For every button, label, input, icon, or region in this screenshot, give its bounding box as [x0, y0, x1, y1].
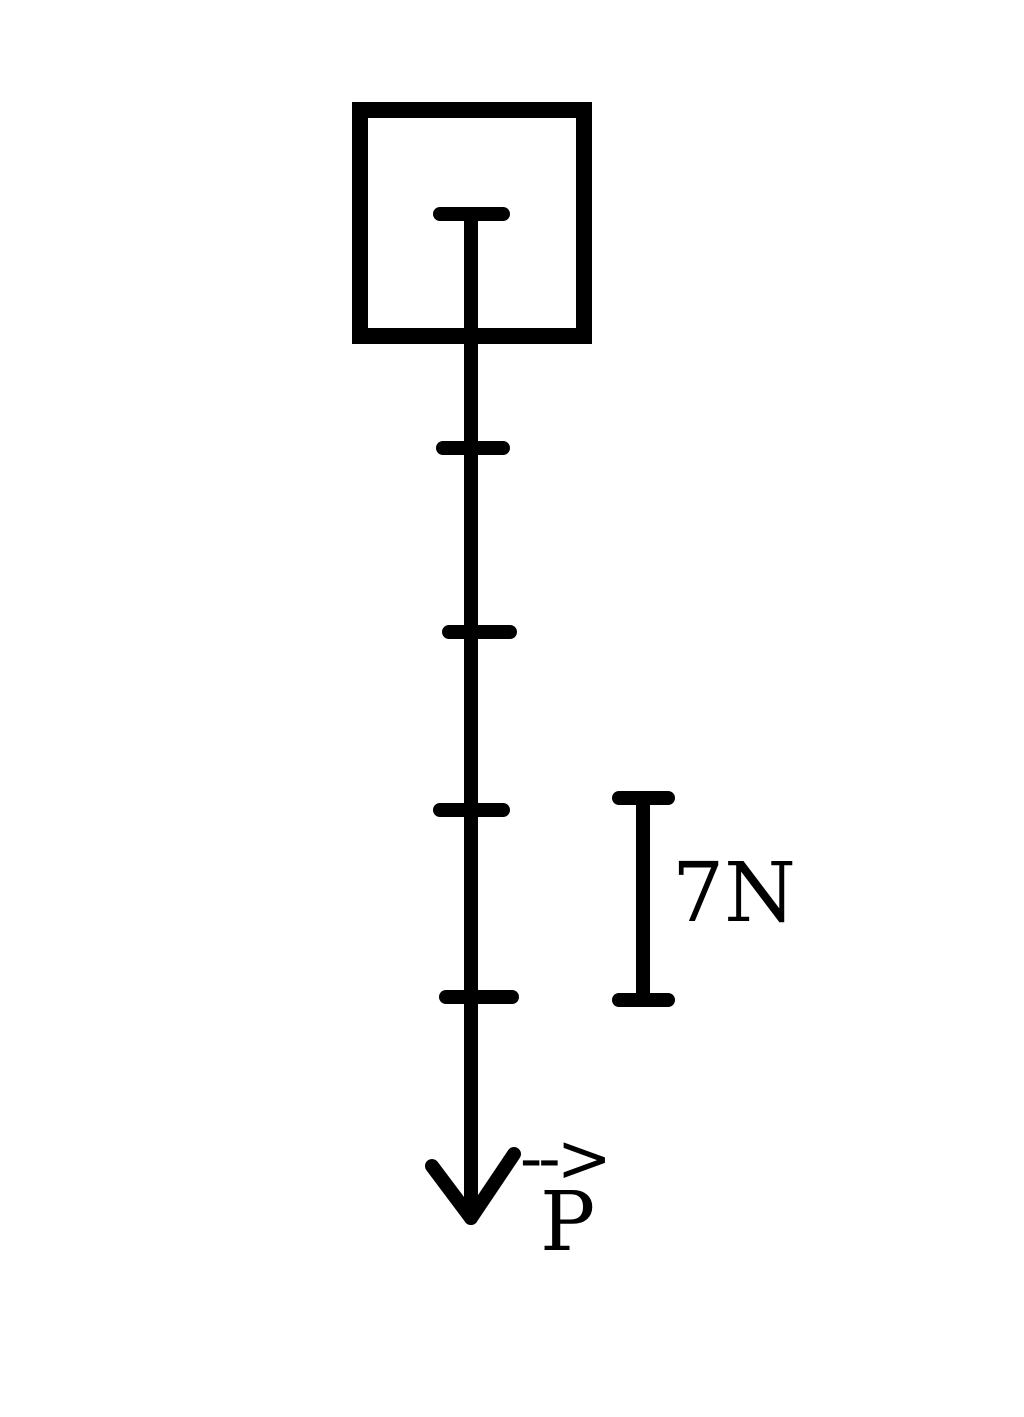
vector-label-group: --> P [520, 1120, 612, 1270]
vector-label: P [540, 1175, 595, 1270]
force-vector-arrowhead [425, 1147, 521, 1225]
scale-label: 7N [672, 846, 796, 941]
vector-arrow-marker: --> [520, 1120, 608, 1197]
scale-bar: 7N [612, 791, 796, 1007]
